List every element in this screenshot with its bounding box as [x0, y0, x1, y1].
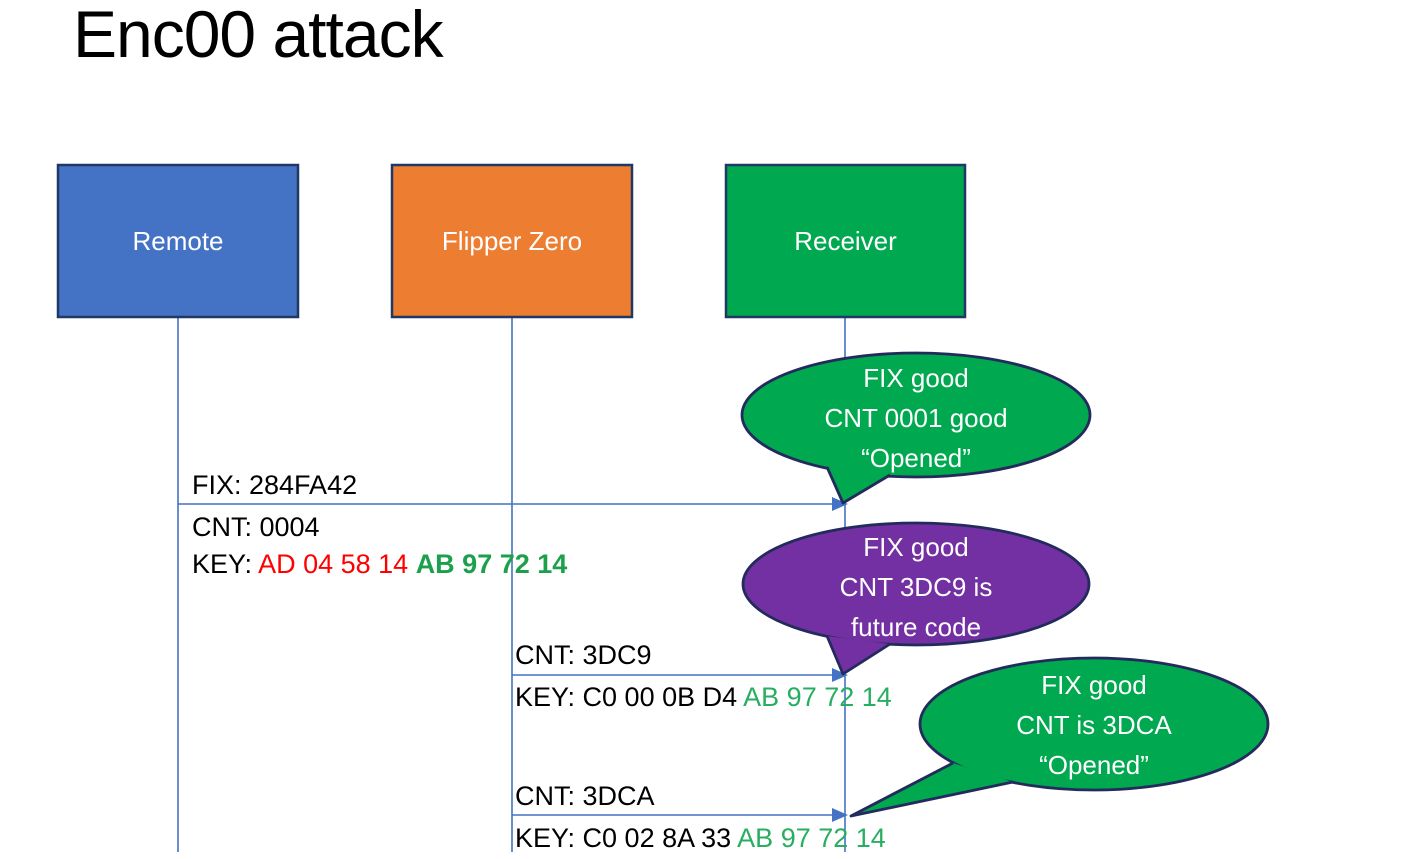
bubble-2-line-3: future code — [850, 612, 982, 642]
actor-box-receiver — [724, 163, 967, 319]
message-3-key-green-bytes: AB 97 72 14 — [737, 823, 886, 853]
bubble-3-text: FIX good CNT is 3DCA “Opened” — [914, 665, 1274, 785]
message-2-cnt: CNT: 3DC9 — [515, 640, 652, 670]
bubble-2-tail — [825, 635, 891, 676]
slide-title: Enc00 attack — [73, 0, 444, 71]
bubble-3-tail — [849, 761, 1014, 818]
bubble-3-ellipse — [918, 656, 1270, 792]
bubble-2-line-2: CNT 3DC9 is — [839, 572, 993, 602]
speech-bubble-opened-1 — [740, 351, 1092, 505]
actor-label-remote: Remote — [132, 225, 224, 256]
speech-bubble-opened-2 — [849, 656, 1270, 818]
arrowhead-message-2 — [832, 668, 848, 682]
bubble-1-tail — [825, 466, 891, 505]
bubble-3-line-1: FIX good — [1041, 670, 1147, 700]
message-1-key-green-bytes: AB 97 72 14 — [415, 549, 568, 579]
bubble-1-text: FIX good CNT 0001 good “Opened” — [736, 358, 1096, 478]
message-1-cnt: CNT: 0004 — [192, 512, 320, 542]
bubble-2-text: FIX good CNT 3DC9 is future code — [736, 527, 1096, 647]
actor-label-flipper-zero: Flipper Zero — [441, 225, 583, 256]
message-3-cnt: CNT: 3DCA — [515, 781, 655, 811]
bubble-1-line-3: “Opened” — [861, 443, 971, 473]
message-1-key-red-bytes: AD 04 58 14 — [258, 549, 416, 579]
bubble-2-line-1: FIX good — [863, 532, 969, 562]
message-1-fix: FIX: 284FA42 — [192, 470, 358, 500]
message-2-key: KEY: C0 00 0B D4 AB 97 72 14 — [515, 683, 892, 712]
bubble-3-line-2: CNT is 3DCA — [1016, 710, 1172, 740]
bubble-1-line-1: FIX good — [863, 363, 969, 393]
message-3-key: KEY: C0 02 8A 33 AB 97 72 14 — [515, 824, 886, 853]
message-1-key-label: KEY: — [192, 549, 259, 579]
actor-box-remote — [56, 163, 300, 319]
message-3-key-black-bytes: KEY: C0 02 8A 33 — [515, 823, 738, 853]
message-2-key-black-bytes: KEY: C0 00 0B D4 — [515, 682, 744, 712]
bubble-1-ellipse — [740, 351, 1092, 479]
actor-label-receiver: Receiver — [794, 225, 897, 256]
message-1-key: KEY: AD 04 58 14 AB 97 72 14 — [192, 550, 567, 579]
actor-box-flipper-zero — [390, 163, 634, 319]
arrowhead-message-1 — [832, 497, 848, 511]
speech-bubble-future-code — [741, 521, 1091, 676]
bubble-2-ellipse — [741, 521, 1091, 647]
bubble-1-line-2: CNT 0001 good — [824, 403, 1008, 433]
arrowhead-message-3 — [832, 808, 848, 822]
message-2-key-green-bytes: AB 97 72 14 — [743, 682, 892, 712]
bubble-3-line-3: “Opened” — [1039, 750, 1149, 780]
